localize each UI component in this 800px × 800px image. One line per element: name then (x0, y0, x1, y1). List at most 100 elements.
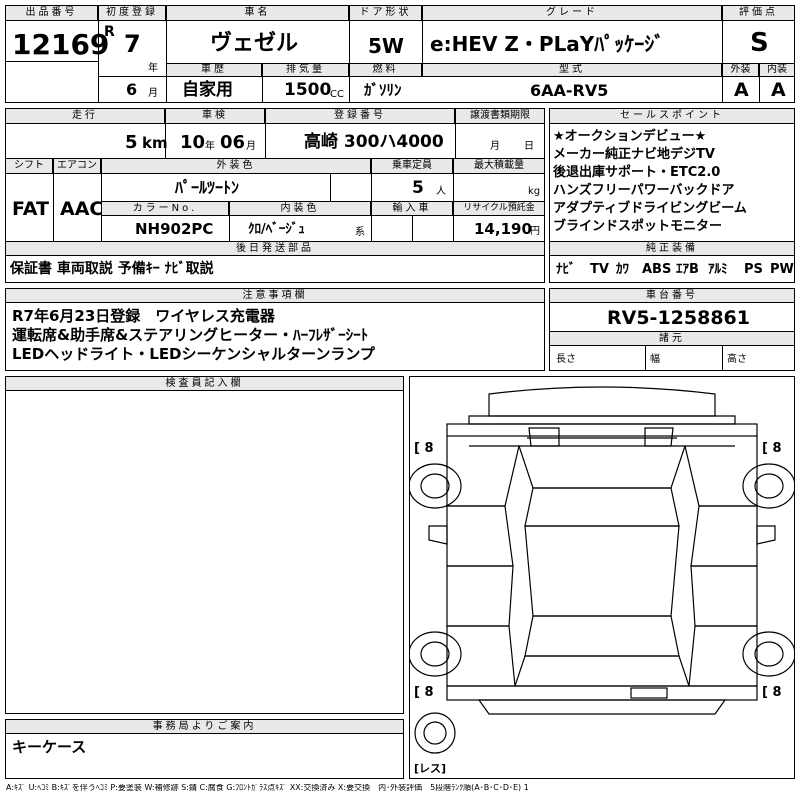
load-label: 最大積載量 (453, 158, 545, 174)
length-label: 長さ (556, 354, 576, 365)
capacity: 5 (412, 178, 424, 198)
int-color-unit: 系 (355, 227, 365, 238)
equip-item: ｱﾙﾐ (708, 262, 728, 277)
month-unit: 月 (148, 88, 158, 99)
inspector-label: 検査員記入欄 (5, 376, 404, 391)
grade-label: グレード (422, 5, 722, 21)
first-reg-label: 初度登録 (98, 5, 166, 21)
insp-month-unit: 月 (246, 141, 256, 152)
equip-item: TV (590, 262, 609, 277)
later-label: 後日発送部品 (5, 241, 545, 256)
fuel-label: 燃料 (349, 63, 422, 77)
capacity-label: 乗車定員 (371, 158, 453, 174)
equip-item: ﾅﾋﾞ (556, 262, 576, 277)
tire-fl-bracket: [ 8 (414, 441, 434, 456)
reg-no-label: 登録番号 (265, 108, 455, 124)
equip-label: 純正装備 (549, 241, 795, 256)
transfer-month-unit: 月 (490, 141, 500, 152)
office-text: キーケース (12, 738, 87, 756)
int-color: ｸﾛ/ﾍﾞｰｼﾞｭ (248, 222, 305, 237)
tire-fr-bracket: [ 8 (762, 441, 782, 456)
sales-line: ハンズフリーパワーバックドア (553, 183, 735, 198)
note-line: 運転席&助手席&ステアリングヒーター・ﾊｰﾌﾚｻﾞｰｼｰﾄ (12, 326, 369, 344)
later-parts: 保証書 車両取説 予備ｷｰ ﾅﾋﾞ取説 (10, 261, 214, 277)
interior: A (771, 79, 786, 101)
transfer-label: 譲渡書類期限 (455, 108, 545, 124)
reg-no: 高崎 300ハ4000 (304, 132, 444, 152)
int-color-label: 内装色 (229, 201, 371, 216)
sales-line: メーカー純正ナビ地デジTV (553, 147, 715, 162)
tire-fr: 8 (772, 441, 782, 456)
recycle: 14,190 (474, 220, 532, 238)
tire-fl: 8 (424, 441, 434, 456)
displacement-label: 排気量 (262, 63, 349, 77)
recycle-label: リサイクル預託金 (453, 201, 545, 216)
month: 6 (126, 80, 138, 99)
lot-no-label: 出品番号 (5, 5, 98, 21)
score: S (750, 28, 769, 58)
mileage: 5 (125, 132, 138, 153)
import-label: 輸入車 (371, 201, 453, 216)
spec-label: 諸元 (549, 331, 795, 346)
year: 7 (124, 30, 141, 58)
insp-month: 06 (220, 132, 246, 153)
sales-line: ★オークションデビュー★ (553, 129, 707, 144)
shift: FAT (12, 198, 49, 220)
exterior: A (734, 79, 749, 101)
displacement: 1500 (284, 80, 332, 100)
load-unit: kg (528, 186, 541, 197)
mileage-label: 走行 (5, 108, 165, 124)
ac: AAC (60, 198, 104, 220)
insp-year-unit: 年 (205, 141, 215, 152)
displacement-unit: CC (330, 89, 344, 100)
mileage-unit: km (142, 134, 168, 152)
sales-line: 後退出庫サポート・ETC2.0 (553, 165, 721, 180)
model-label: 型式 (422, 63, 722, 77)
chassis-no: RV5-1258861 (607, 307, 750, 329)
equip-item: ｶﾜ (616, 262, 629, 277)
score-label: 評価点 (722, 5, 795, 21)
chassis-label: 車台番号 (549, 288, 795, 303)
equip-item: ABS (642, 262, 672, 277)
transfer-day-unit: 日 (524, 141, 534, 152)
equip-item: PW (770, 262, 794, 277)
tire-rr: 8 (772, 685, 782, 700)
insp-year: 10 (180, 132, 206, 153)
capacity-unit: 人 (436, 186, 446, 197)
year-unit: 年 (148, 63, 158, 74)
sales-line: ブラインドスポットモニター (553, 219, 723, 234)
car-diagram (409, 386, 795, 754)
interior-label: 内装 (759, 63, 795, 77)
spare-bracket: [レス] (414, 762, 447, 775)
sales-line: アダプティブドライビングビーム (553, 201, 747, 216)
color-no-label: カラーNo. (101, 201, 229, 216)
note-line: R7年6月23日登録 ワイヤレス充電器 (12, 307, 275, 325)
tire-rl: 8 (424, 685, 434, 700)
second-block (5, 108, 545, 283)
inspection-label: 車検 (165, 108, 265, 124)
grade: e:HEV Z・PLaYﾊﾟｯｹｰｼﾞ (430, 32, 665, 56)
car-name-label: 車名 (166, 5, 349, 21)
era: R (104, 24, 115, 40)
car-diagram-block (409, 376, 795, 779)
tire-rr-bracket: [ 8 (762, 685, 782, 700)
door-label: ドア形状 (349, 5, 422, 21)
ext-color-label: 外装色 (101, 158, 371, 174)
note-line: LEDヘッドライト・LEDシーケンシャルターンランプ (12, 345, 375, 363)
exterior-label: 外装 (722, 63, 759, 77)
tire-rl-bracket: [ 8 (414, 685, 434, 700)
legend: A:ｷｽﾞ U:ﾍｺﾐ B:ｷｽﾞを伴うﾍｺﾐ P:要塗装 W:補修跡 S:錆 … (6, 784, 529, 792)
lot-no: 12169 (12, 28, 110, 61)
model: 6AA-RV5 (530, 81, 609, 100)
notes-label: 注意事項欄 (5, 288, 545, 303)
ext-color: ﾊﾟｰﾙﾂｰﾄﾝ (175, 178, 240, 197)
recycle-unit: 円 (530, 226, 540, 237)
fuel: ｶﾞｿﾘﾝ (364, 81, 402, 99)
history-label: 車歴 (166, 63, 262, 77)
height-label: 高さ (727, 354, 747, 365)
width-label: 幅 (650, 354, 660, 365)
shift-label: シフト (5, 158, 53, 174)
office-label: 事務局よりご案内 (5, 719, 404, 734)
ac-label: エアコン (53, 158, 101, 174)
sales-label: セールスポイント (549, 108, 795, 124)
